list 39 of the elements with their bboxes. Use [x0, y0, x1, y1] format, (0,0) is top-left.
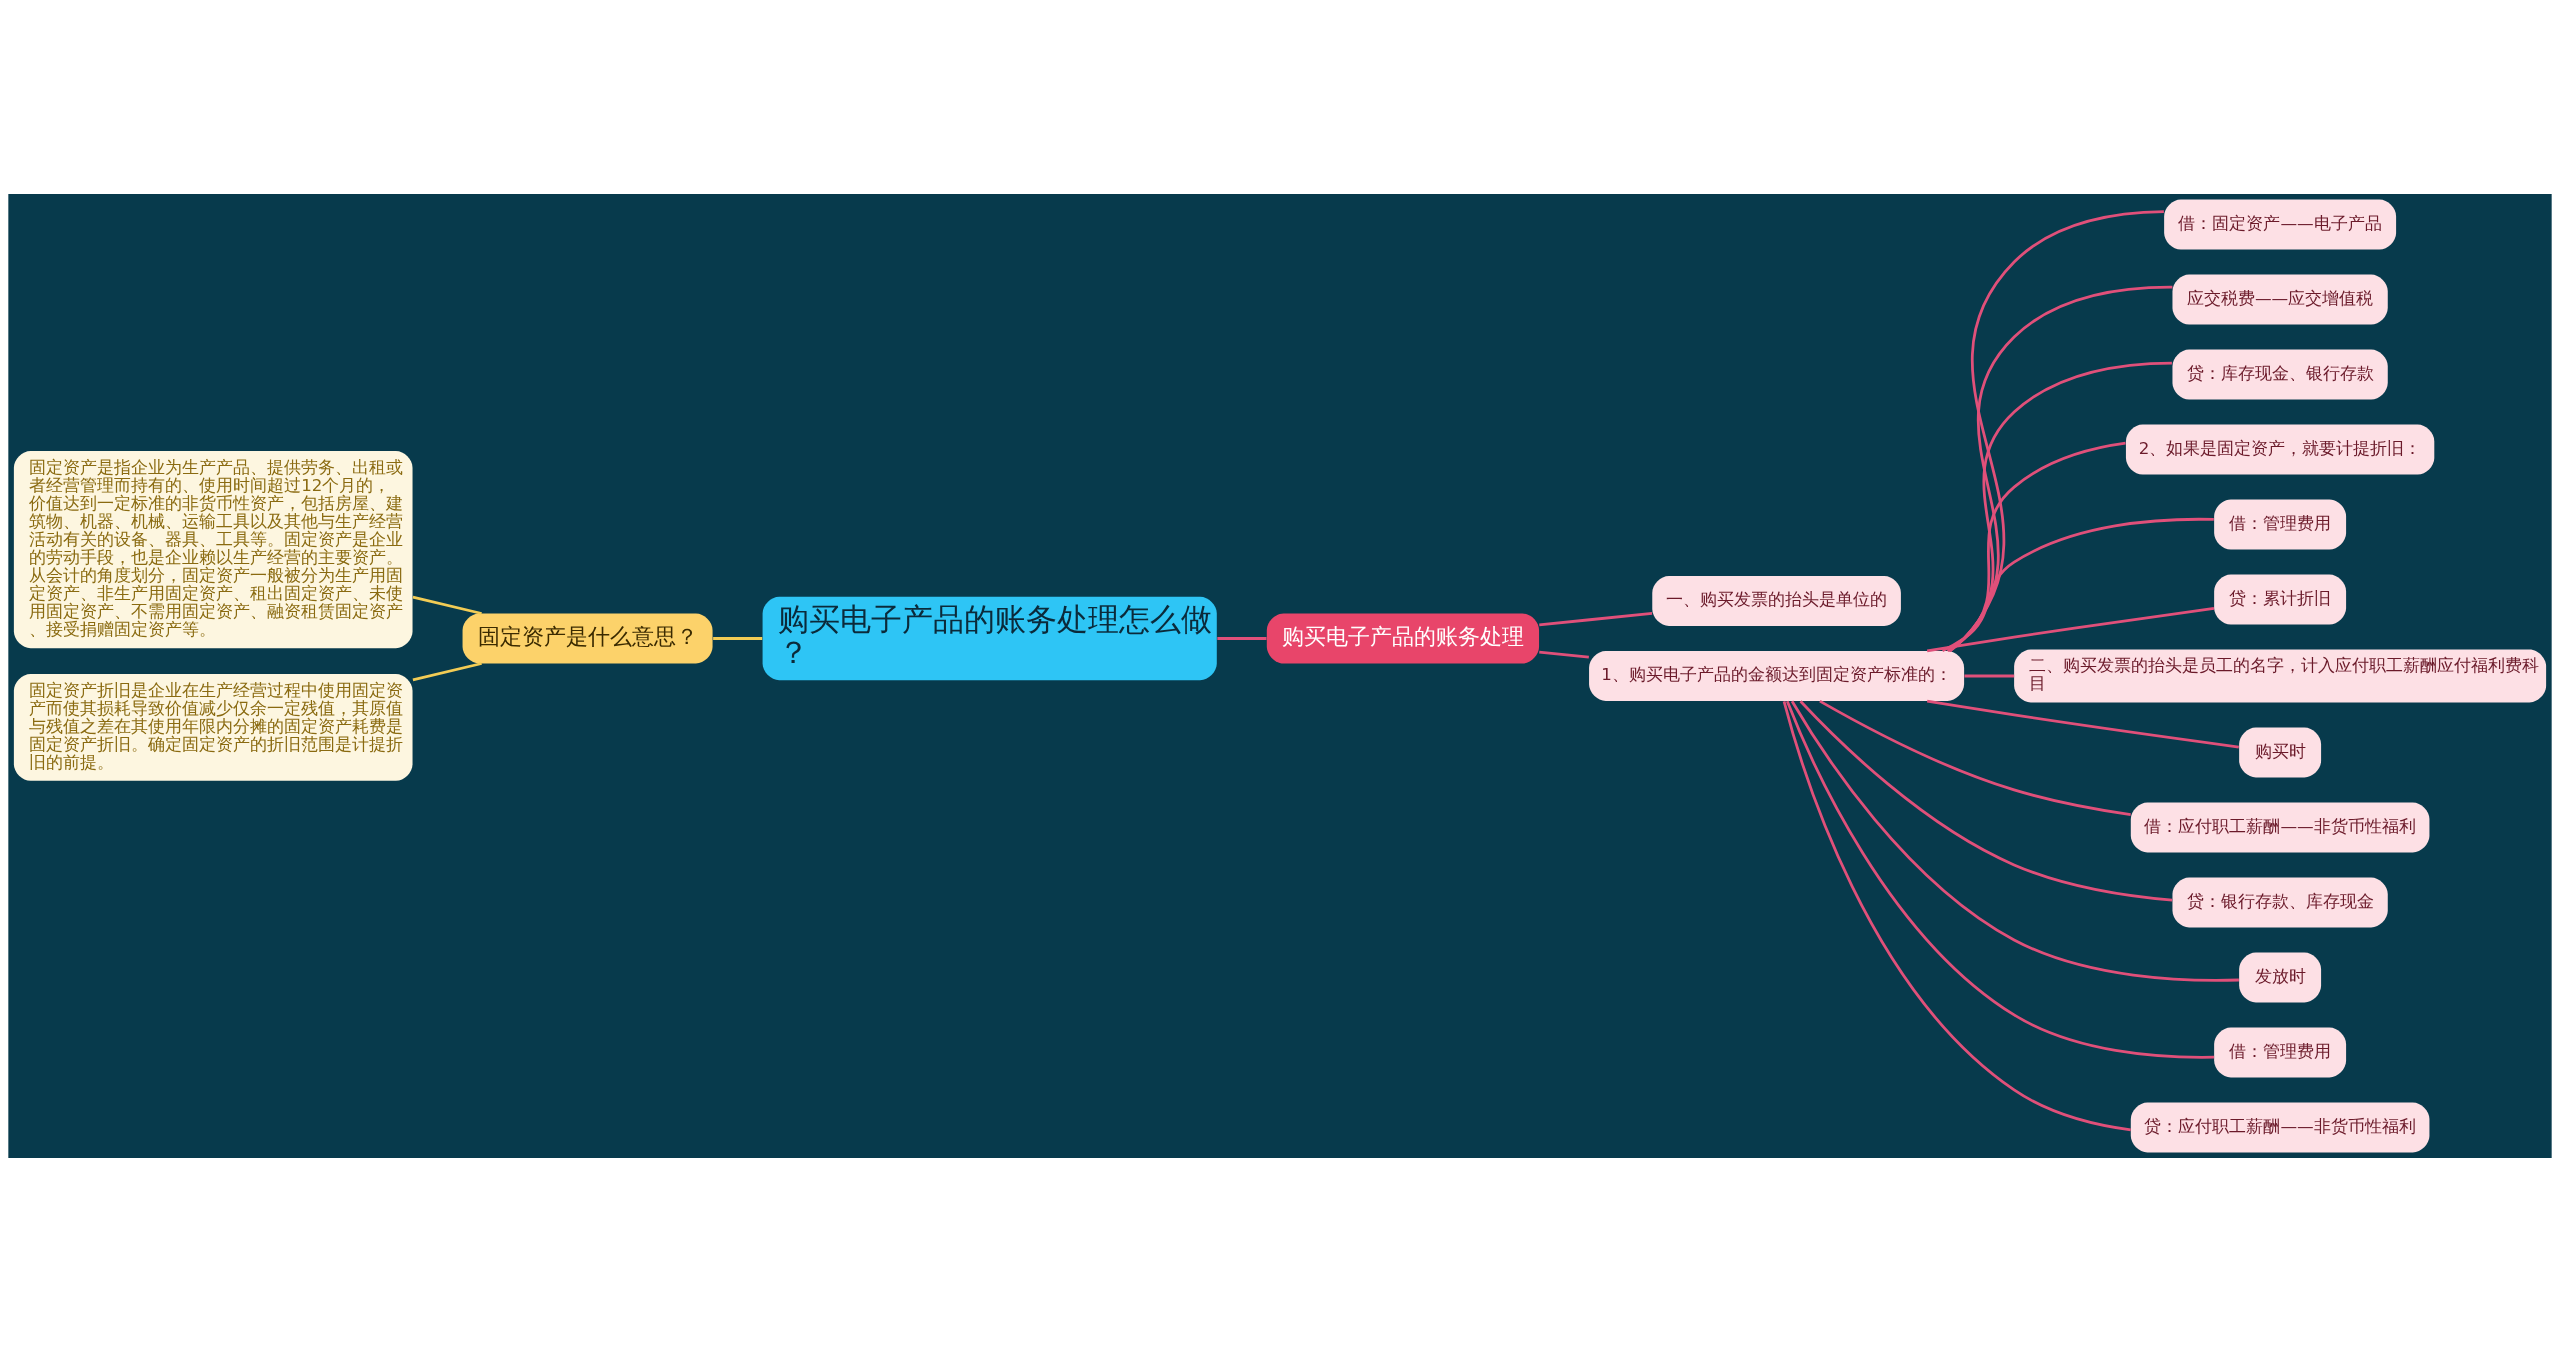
connector: [1926, 699, 2239, 748]
node-box: 购买电子产品的账务处理怎么做？: [762, 596, 1217, 680]
node-box: 1、购买电子产品的金额达到固定资产标准的：: [1589, 650, 1965, 701]
node-box: 借：管理费用: [2214, 1026, 2347, 1077]
connector: [1790, 700, 2239, 982]
node-box: 贷：累计折旧: [2214, 574, 2347, 625]
connector: [1964, 674, 2015, 677]
connector: [1785, 700, 2215, 1059]
connector: [1819, 699, 2131, 816]
node-box: 2、如果是固定资产，就要计提折旧：: [2125, 424, 2435, 475]
node-box: 借：管理费用: [2214, 499, 2347, 550]
node-box: 购买时: [2239, 726, 2322, 777]
node-box: 贷：库存现金、银行存款: [2172, 349, 2388, 400]
node-box: 贷：银行存款、库存现金: [2172, 876, 2388, 927]
node-box: 发放时: [2239, 951, 2322, 1002]
connector: [1948, 361, 2172, 652]
connector: [1949, 209, 2164, 652]
connector: [412, 595, 482, 615]
connector: [1539, 650, 1589, 659]
node-box: 固定资产是什么意思？: [462, 613, 713, 663]
connector: [1539, 611, 1653, 626]
node-box: 一、购买发票的抬头是单位的: [1652, 575, 1901, 626]
connector: [1946, 441, 2126, 652]
connector: [1941, 517, 2214, 652]
connector: [412, 661, 482, 681]
connector: [1782, 700, 2131, 1131]
node-box: 购买电子产品的账务处理: [1266, 613, 1540, 663]
node-box: 借：固定资产——电子产品: [2164, 199, 2397, 250]
node-box: 借：应付职工薪酬——非货币性福利: [2130, 801, 2430, 852]
node-box: 贷：应付职工薪酬——非货币性福利: [2130, 1101, 2430, 1152]
node-box: 应交税费——应交增值税: [2172, 274, 2388, 325]
node-box: 二、购买发票的抬头是员工的名字，计入应付职工薪酬应付福利费科目: [2014, 649, 2547, 702]
connector: [1217, 636, 1267, 640]
connector: [713, 636, 763, 640]
node-box: 固定资产折旧是企业在生产经营过程中使用固定资产而使其损耗导致价值减少仅余一定残值，其原值与残值之差在其使用年限内分摊的固定资产耗费是固定资产折旧。确定固定资产的折旧范围是计提折旧的前提。: [13, 673, 413, 781]
connector: [1926, 606, 2215, 652]
connector: [1948, 285, 2173, 652]
node-box: 固定资产是指企业为生产产品、提供劳务、出租或者经营管理而持有的、使用时间超过12个月的，价值达到一定标准的非货币性资产，包括房屋、建筑物、机器、机械、运输工具以及其他与生产经营活动有关的设备、器具、工具等。固定资产是企业的劳动手段，也是企业赖以生产经营的主要资产。从会计的角度划分，固定资产一般被分为生产用固定资产、非生产用固定资产、租出固定资产、未使用固定资产、不需用固定资产、融资租赁固定资产、接受捐赠固定资产等。: [13, 450, 413, 648]
connector: [1799, 699, 2173, 902]
